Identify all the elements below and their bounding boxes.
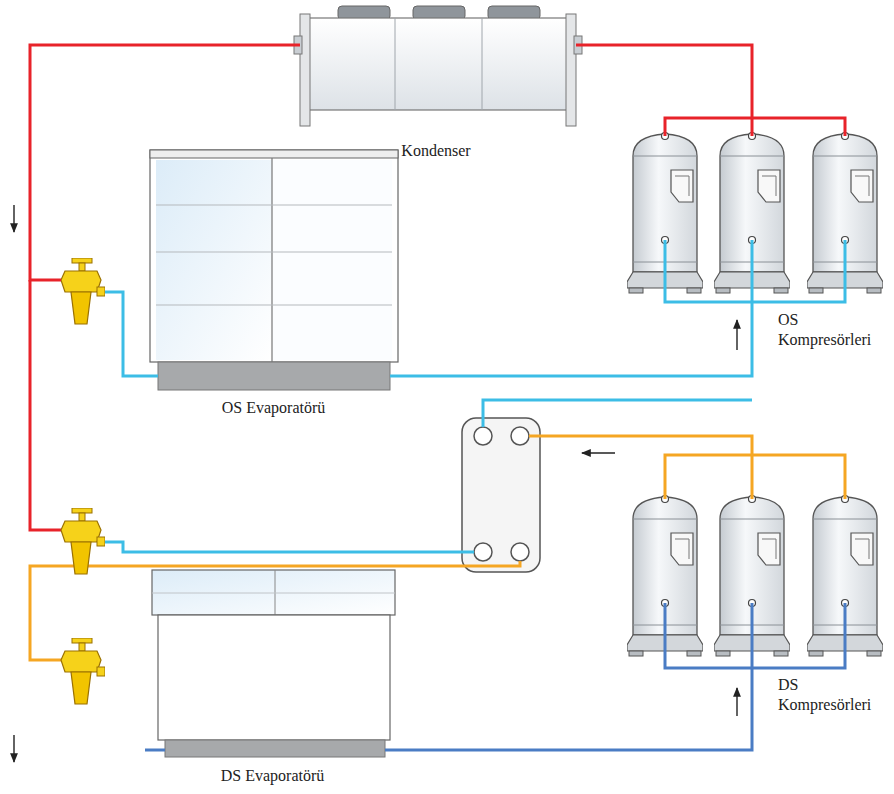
cabinet-top (150, 150, 398, 158)
freezer-glass (152, 570, 395, 615)
compressor-group-node: OS Kompresörleri (615, 112, 890, 355)
flow-arrow (13, 205, 14, 232)
discharge-manifold (529, 436, 845, 499)
flow-arrows (14, 205, 737, 762)
discharge-manifold (665, 112, 845, 136)
cabinet-base (158, 362, 390, 390)
heat-exchanger-port (511, 543, 529, 561)
pipe-segment (402, 355, 752, 376)
condenser-node: Kondenser (292, 5, 580, 165)
refrigerant-pipe (30, 45, 292, 376)
component-label: Kondenser (292, 141, 580, 161)
condenser-end-plate (300, 14, 310, 126)
heat-exchanger-port (474, 543, 492, 561)
liquid-pipe (30, 561, 520, 660)
compressor-group-node: DS Kompresörleri (615, 440, 890, 720)
condenser-panel-line (395, 18, 482, 110)
refrigerant-pipe (400, 720, 752, 750)
heat-exchanger-plate (462, 418, 540, 572)
heat-exchanger-port (511, 427, 529, 445)
freezer-body (158, 615, 390, 740)
evaporator-stub (145, 375, 402, 378)
expansion-valve (61, 258, 105, 324)
piping (30, 45, 845, 750)
condenser-stub (292, 44, 580, 47)
heat-exchanger (462, 418, 540, 572)
heat-exchanger-port (474, 427, 492, 445)
pipe-segment (400, 720, 752, 750)
freezer-line (152, 593, 395, 594)
cabinet-glass (156, 160, 272, 360)
flow-arrow (13, 735, 14, 762)
flow-arrow (582, 452, 615, 453)
cabinet-glass (272, 160, 392, 360)
cabinet-shelf (156, 205, 392, 305)
component-label: OS Evaporatörü (145, 398, 402, 418)
freezer-base (165, 740, 385, 757)
suction-pipe (483, 400, 752, 427)
condenser-unit (294, 6, 582, 126)
evaporator-node: DS Evaporatörü (145, 565, 400, 792)
cabinet-divider (271, 158, 272, 362)
pipe-segment (30, 45, 292, 280)
component-label: DS Evaporatörü (145, 766, 400, 786)
pipe-segment (105, 292, 145, 376)
condenser-body (308, 18, 568, 110)
evaporator-node: OS Evaporatörü (145, 145, 402, 428)
expansion-valve (61, 508, 105, 574)
component-label: OS Kompresörleri (778, 310, 888, 350)
expansion-valve (61, 638, 105, 704)
pipe-segment (580, 45, 752, 112)
flow-arrow (736, 688, 737, 716)
cabinet-frame (150, 150, 398, 362)
suction-pipe (105, 542, 474, 552)
component-label: DS Kompresörleri (778, 675, 888, 715)
freezer-cabinet (152, 570, 395, 757)
flow-arrow (736, 320, 737, 350)
liquid-pipe (30, 280, 61, 530)
display-cabinet (150, 150, 398, 390)
condenser-end-plate (566, 14, 576, 126)
refrigerant-pipe (402, 355, 752, 376)
refrigerant-pipe (580, 45, 752, 112)
evaporator-stub (145, 749, 400, 752)
